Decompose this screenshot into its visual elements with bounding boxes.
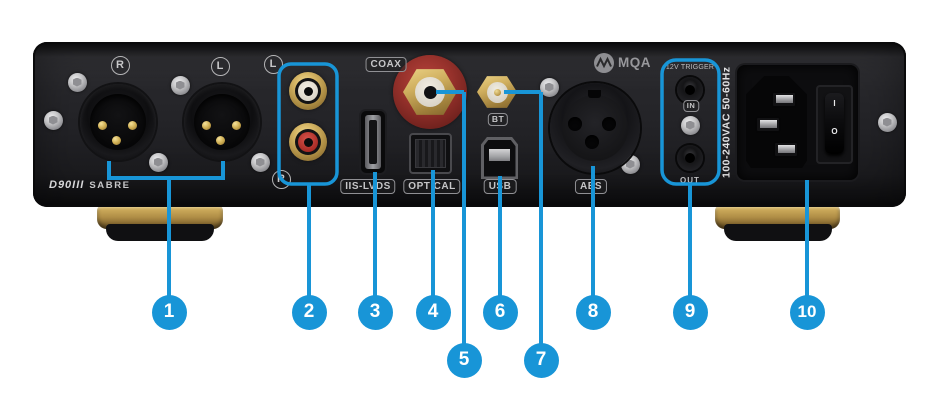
iis-lvds-label: IIS-LVDS	[340, 179, 396, 194]
callout-2: 2	[291, 294, 327, 330]
xlr-left-channel-label: L	[210, 56, 230, 76]
ac-inlet-prong	[771, 90, 797, 108]
xlr-output-left	[184, 84, 260, 160]
rca-output-left	[289, 72, 327, 110]
power-switch: I O	[825, 93, 844, 154]
callout-8: 8	[575, 294, 611, 330]
callout-5: 5	[446, 342, 482, 378]
device-foot-right-rubber	[724, 224, 832, 241]
xlr-pin	[231, 120, 241, 130]
model-series: SABRE	[89, 180, 131, 191]
usb-port	[481, 137, 518, 179]
aes-socket-hole	[585, 135, 599, 149]
aes-socket-hole	[568, 117, 582, 131]
callout-7: 7	[523, 342, 559, 378]
model-name: D90III	[49, 179, 85, 191]
xlr-pin	[97, 120, 107, 130]
callout-10: 10	[789, 294, 825, 330]
bt-label: BT	[487, 113, 509, 126]
optical-port	[409, 133, 452, 174]
aes-socket-hole	[602, 117, 616, 131]
iis-lvds-port	[361, 111, 385, 173]
xlr-pin	[127, 120, 137, 130]
ac-power-module: I O	[737, 65, 858, 180]
aes-label: AES	[574, 179, 608, 194]
mqa-logo-text: MQA	[618, 55, 651, 70]
aes-notch	[588, 90, 601, 98]
xlr-right-channel-label: R	[110, 55, 130, 75]
hex-screw	[877, 112, 897, 132]
bt-antenna-connector	[493, 88, 501, 96]
hex-screw	[680, 115, 700, 135]
power-switch-frame: I O	[816, 85, 853, 164]
coax-label: COAX	[365, 57, 407, 72]
aes-xlr-input	[550, 83, 640, 173]
ac-inlet-prong	[773, 140, 799, 158]
callout-9: 9	[672, 294, 708, 330]
trigger-in-label: IN	[683, 99, 699, 112]
callout-4: 4	[415, 294, 451, 330]
hex-screw	[170, 75, 190, 95]
trigger-out-jack	[677, 145, 703, 171]
power-switch-off-mark: O	[831, 127, 838, 136]
power-rating-label: 100-240VAC 50-60Hz	[720, 66, 733, 178]
ac-inlet-prong	[755, 115, 781, 133]
device-foot-left-rubber	[106, 224, 214, 241]
xlr-pin	[215, 135, 225, 145]
usb-label: USB	[483, 179, 517, 194]
optical-label: OPTICAL	[403, 179, 461, 194]
callout-3: 3	[357, 294, 393, 330]
power-switch-on-mark: I	[833, 99, 836, 108]
rca-output-right	[289, 123, 327, 161]
hex-screw	[43, 110, 63, 130]
coax-jack	[423, 85, 437, 99]
xlr-pin	[111, 135, 121, 145]
model-label: D90III SABRE	[49, 179, 131, 191]
xlr-pin	[201, 120, 211, 130]
rca-left-channel-label: L	[263, 54, 283, 74]
hex-screw	[250, 152, 270, 172]
mqa-icon	[594, 53, 614, 73]
hex-screw	[67, 72, 87, 92]
rca-right-channel-label: R	[271, 169, 291, 189]
xlr-output-right	[80, 84, 156, 160]
trigger-out-label: OUT	[680, 176, 700, 185]
hex-screw	[148, 152, 168, 172]
hex-screw	[539, 77, 559, 97]
callout-6: 6	[482, 294, 518, 330]
trigger-title: 12V TRIGGER	[665, 64, 715, 71]
callout-1: 1	[151, 294, 187, 330]
